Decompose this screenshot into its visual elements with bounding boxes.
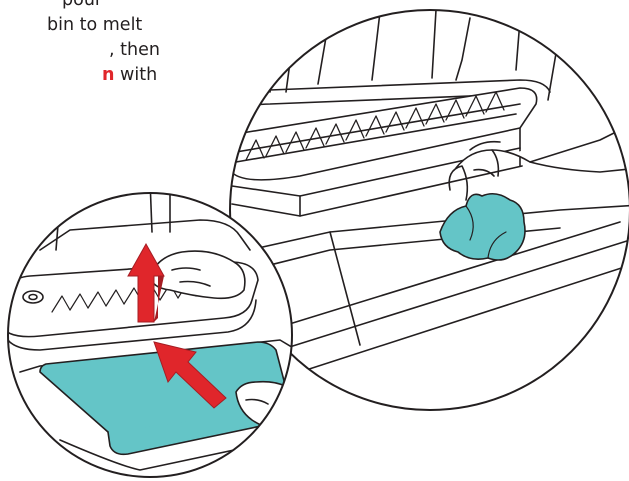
maintenance-illustration [0,0,629,481]
